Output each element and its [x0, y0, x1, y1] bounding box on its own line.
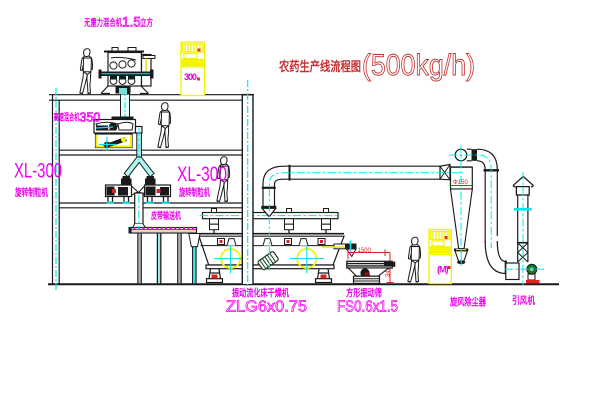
- svg-text:旋转制粒机: 旋转制粒机: [14, 186, 48, 199]
- svg-text:1.5: 1.5: [122, 15, 141, 30]
- svg-text:(M): (M): [437, 265, 448, 275]
- svg-text:旋风除尘器: 旋风除尘器: [449, 296, 486, 309]
- svg-text:FS0.6x1.5: FS0.6x1.5: [337, 299, 398, 316]
- svg-text:345: 345: [386, 266, 392, 277]
- svg-text:旋转制粒机: 旋转制粒机: [178, 186, 210, 199]
- svg-text:300: 300: [184, 72, 197, 82]
- svg-text:XL-300: XL-300: [177, 163, 227, 186]
- svg-text:引风机: 引风机: [512, 294, 535, 307]
- svg-text:无重力混合机: 无重力混合机: [83, 17, 122, 29]
- svg-text:振动流化床干燥机: 振动流化床干燥机: [232, 287, 289, 300]
- svg-text:立方: 立方: [140, 17, 153, 29]
- svg-text:高速混合机: 高速混合机: [54, 112, 80, 124]
- svg-text:ZLG6x0.75: ZLG6x0.75: [226, 299, 307, 316]
- svg-text:皮带输送机: 皮带输送机: [150, 210, 181, 222]
- svg-text:XL-300: XL-300: [14, 160, 62, 183]
- svg-text:1500: 1500: [358, 248, 372, 254]
- svg-text:农药生产线流程图: 农药生产线流程图: [278, 59, 361, 74]
- svg-text:方形振动筛: 方形振动筛: [346, 287, 382, 300]
- svg-text:350: 350: [80, 111, 101, 125]
- svg-text:(500kg/h): (500kg/h): [362, 49, 475, 82]
